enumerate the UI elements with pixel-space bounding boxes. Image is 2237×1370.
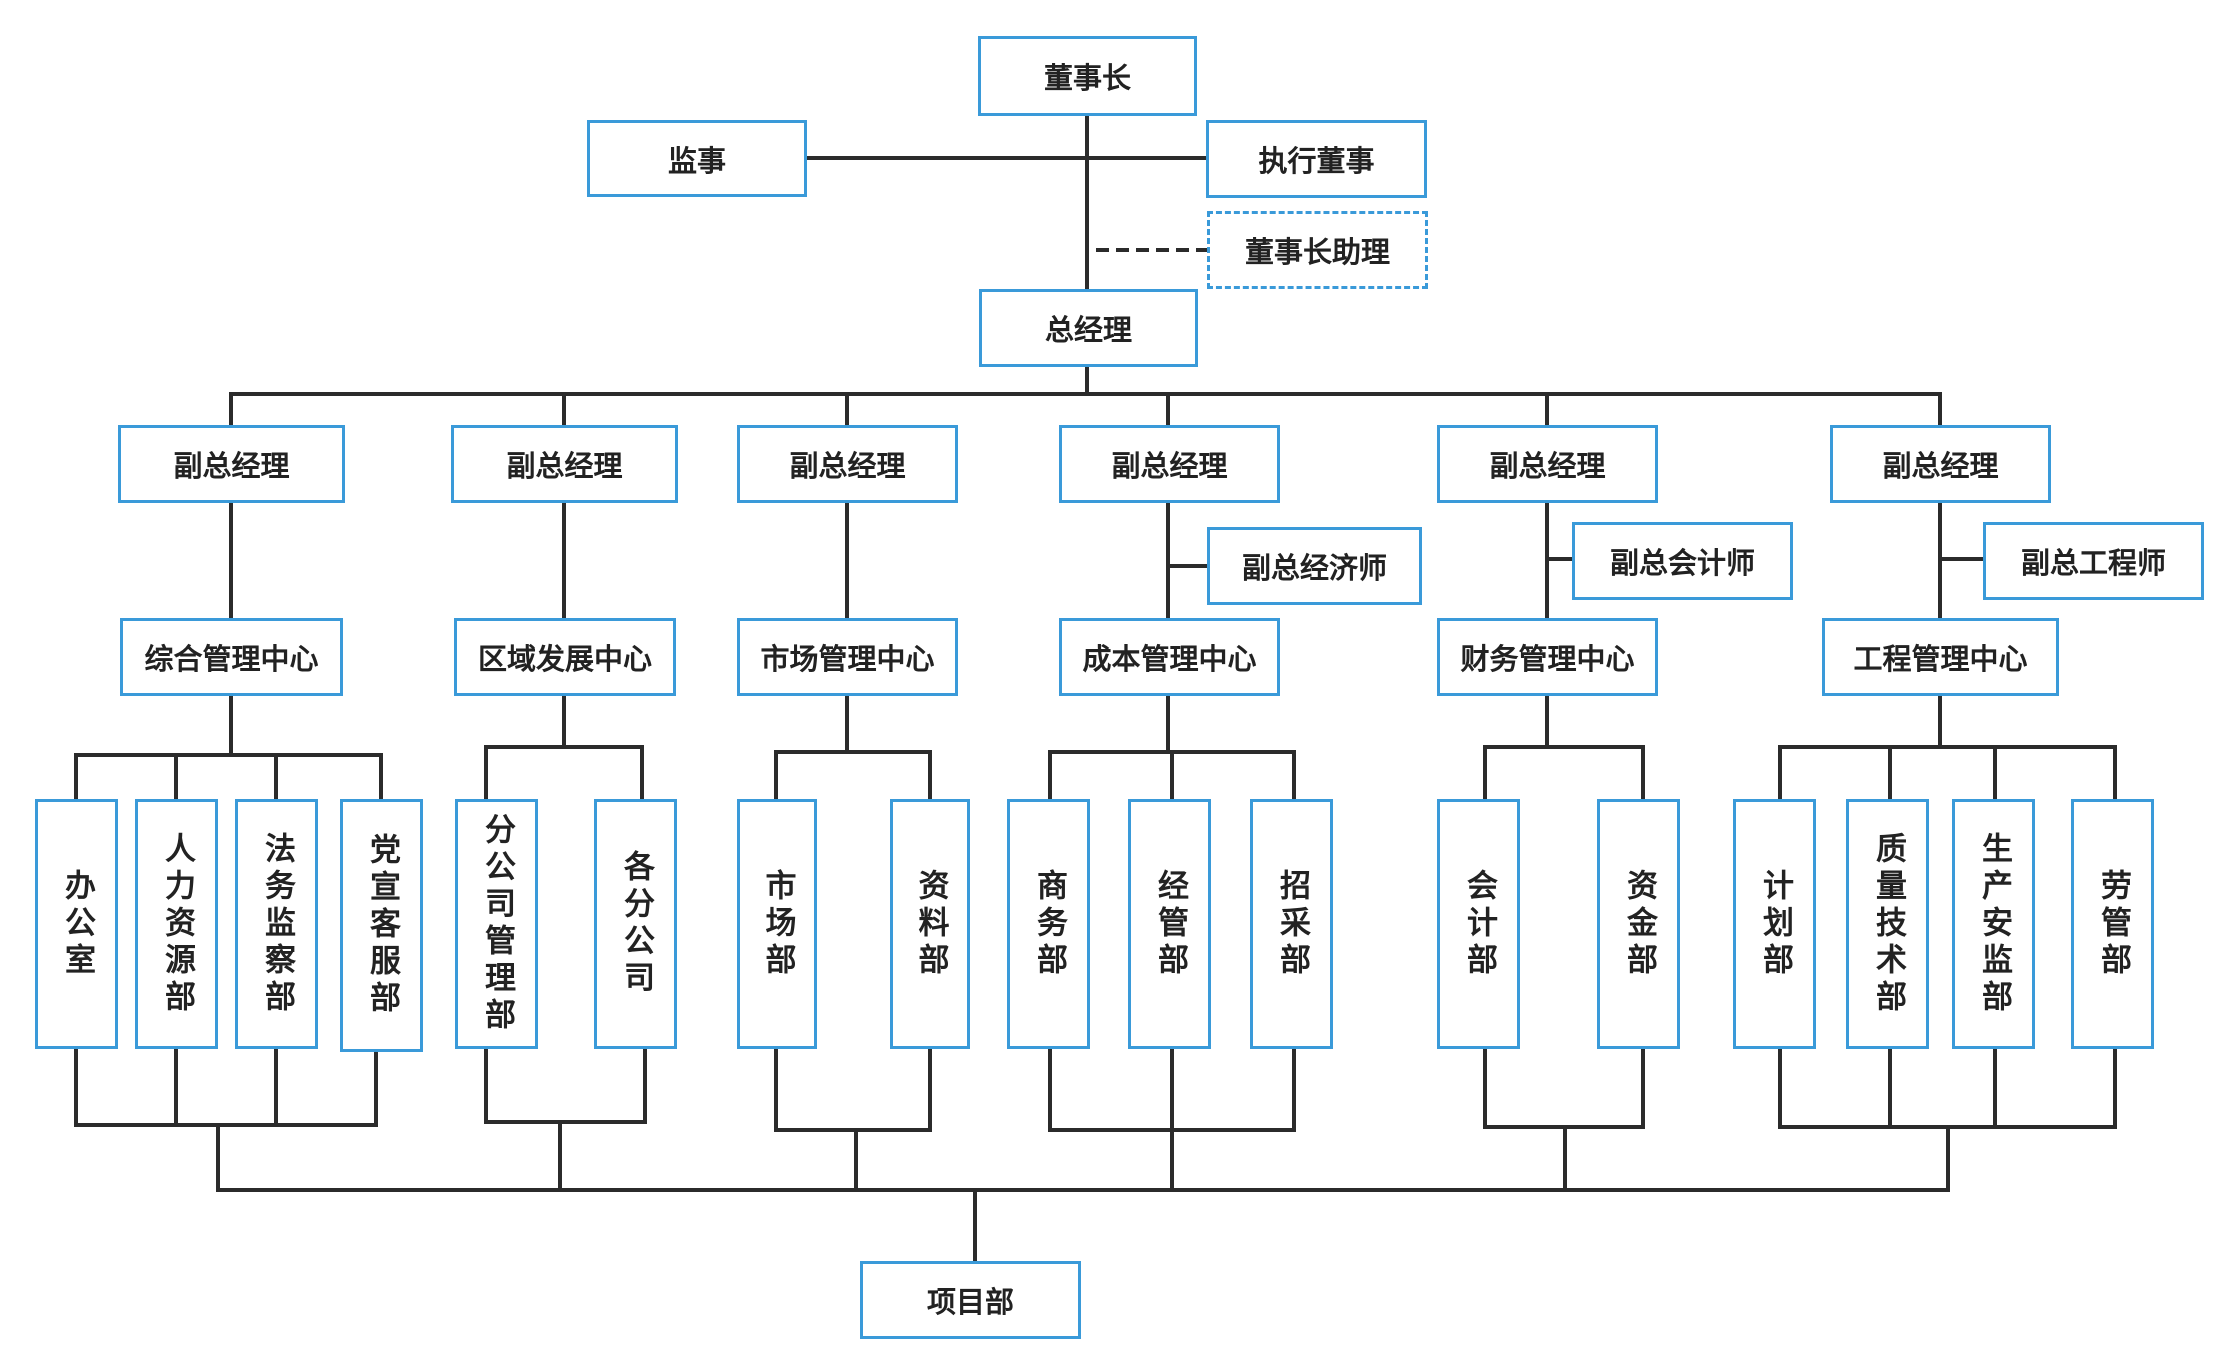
department-label: 资金部 (1621, 868, 1657, 980)
deputy-chief-engineer-box: 副总工程师 (1983, 522, 2204, 600)
department-label: 经管部 (1152, 868, 1188, 980)
project-dept-box: 项目部 (860, 1261, 1081, 1339)
department-box: 法务监察部 (235, 799, 318, 1049)
chairman-label: 董事长 (1043, 61, 1131, 95)
center-label: 区域发展中心 (477, 642, 652, 676)
department-label: 人力资源部 (159, 831, 195, 1017)
department-label: 招采部 (1274, 868, 1310, 980)
department-label: 市场部 (759, 868, 796, 980)
deputy-chief-engineer-label: 副总工程师 (2020, 546, 2166, 580)
department-label: 劳管部 (2095, 868, 2131, 980)
department-label: 会计部 (1461, 868, 1497, 980)
executive-director-label: 执行董事 (1258, 144, 1375, 178)
department-box: 质量技术部 (1846, 799, 1929, 1049)
department-box: 分公司管理部 (455, 799, 538, 1049)
general-manager-box: 总经理 (979, 289, 1198, 367)
deputy-chief-accountant-label: 副总会计师 (1609, 546, 1755, 580)
vp-label: 副总经理 (1882, 449, 1999, 483)
department-box: 计划部 (1733, 799, 1816, 1049)
department-label: 办公室 (59, 868, 95, 980)
department-box: 市场部 (737, 799, 817, 1049)
deputy-chief-accountant-box: 副总会计师 (1572, 522, 1793, 600)
center-label: 成本管理中心 (1082, 642, 1257, 676)
chairman-assistant-box: 董事长助理 (1207, 211, 1428, 289)
department-box: 生产安监部 (1952, 799, 2035, 1049)
project-dept-label: 项目部 (926, 1285, 1014, 1319)
department-box: 劳管部 (2071, 799, 2154, 1049)
department-label: 资料部 (912, 868, 949, 980)
department-box: 经管部 (1128, 799, 1211, 1049)
center-box: 综合管理中心 (120, 618, 343, 696)
department-label: 分公司管理部 (479, 813, 515, 1035)
department-box: 会计部 (1437, 799, 1520, 1049)
vp-box: 副总经理 (1830, 425, 2051, 503)
vp-label: 副总经理 (789, 449, 906, 483)
center-label: 财务管理中心 (1460, 642, 1635, 676)
vp-label: 副总经理 (1111, 449, 1228, 483)
department-box: 商务部 (1007, 799, 1090, 1049)
department-box: 招采部 (1250, 799, 1333, 1049)
center-label: 市场管理中心 (760, 642, 935, 676)
vp-box: 副总经理 (118, 425, 345, 503)
department-label: 质量技术部 (1870, 831, 1906, 1017)
vp-label: 副总经理 (1489, 449, 1606, 483)
department-label: 党宣客服部 (364, 833, 400, 1018)
department-box: 人力资源部 (135, 799, 218, 1049)
department-label: 各分公司 (618, 850, 654, 998)
chairman-box: 董事长 (978, 36, 1197, 116)
center-box: 区域发展中心 (454, 618, 676, 696)
center-label: 工程管理中心 (1853, 642, 2028, 676)
department-box: 资金部 (1597, 799, 1680, 1049)
vp-label: 副总经理 (506, 449, 623, 483)
department-label: 生产安监部 (1976, 831, 2012, 1017)
center-box: 市场管理中心 (737, 618, 958, 696)
center-label: 综合管理中心 (144, 642, 319, 676)
department-box: 党宣客服部 (340, 799, 423, 1052)
vp-box: 副总经理 (1437, 425, 1658, 503)
center-box: 工程管理中心 (1822, 618, 2059, 696)
general-manager-label: 总经理 (1044, 313, 1132, 347)
department-box: 办公室 (35, 799, 118, 1049)
department-label: 法务监察部 (259, 831, 295, 1017)
department-label: 商务部 (1031, 868, 1067, 980)
department-box: 资料部 (890, 799, 970, 1049)
department-box: 各分公司 (594, 799, 677, 1049)
vp-box: 副总经理 (451, 425, 678, 503)
supervisor-label: 监事 (667, 143, 726, 178)
deputy-chief-economist-label: 副总经济师 (1241, 551, 1387, 585)
department-label: 计划部 (1757, 868, 1793, 980)
vp-box: 副总经理 (737, 425, 958, 503)
executive-director-box: 执行董事 (1206, 120, 1427, 198)
supervisor-box: 监事 (587, 120, 807, 197)
chairman-assistant-label: 董事长助理 (1244, 235, 1390, 269)
vp-box: 副总经理 (1059, 425, 1280, 503)
deputy-chief-economist-box: 副总经济师 (1207, 527, 1422, 605)
center-box: 财务管理中心 (1437, 618, 1658, 696)
vp-label: 副总经理 (173, 449, 290, 483)
center-box: 成本管理中心 (1059, 618, 1280, 696)
